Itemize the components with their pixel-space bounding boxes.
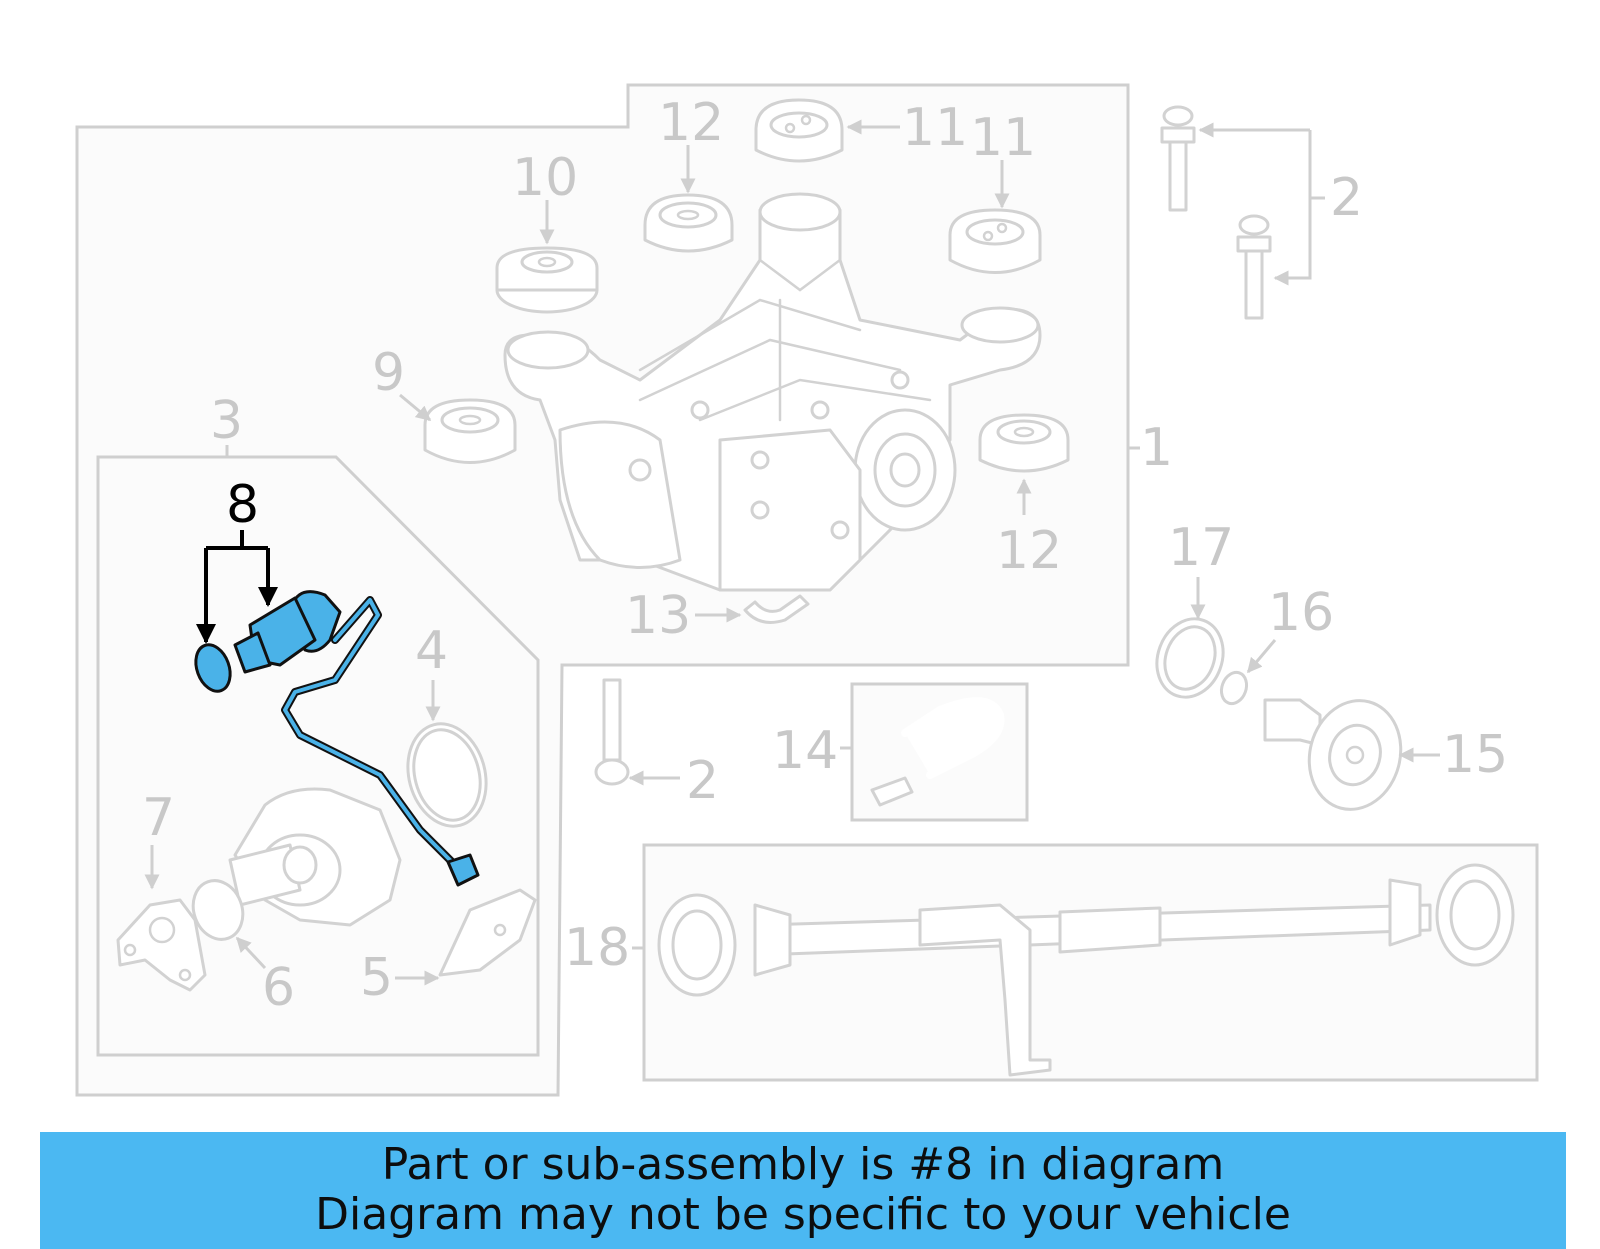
gasket-part-4 — [406, 722, 488, 828]
bushing-part-12-upper — [643, 193, 734, 253]
callout-3: 3 — [210, 391, 243, 451]
flange-part-15 — [1263, 698, 1403, 811]
callout-5: 5 — [360, 948, 393, 1008]
bushing-part-11-right — [948, 208, 1042, 274]
bracket-part-5 — [438, 888, 537, 977]
info-banner: Part or sub-assembly is #8 in diagram Di… — [40, 1132, 1566, 1249]
callout-2-upper: 2 — [1330, 168, 1363, 228]
seal-part-17 — [1155, 617, 1225, 699]
callout-10: 10 — [512, 148, 578, 208]
banner-line-1: Part or sub-assembly is #8 in diagram — [381, 1139, 1225, 1190]
leader-part-8 — [196, 530, 278, 644]
callout-12-lower: 12 — [996, 521, 1062, 581]
callout-13: 13 — [625, 586, 691, 646]
leader-lines — [144, 119, 1440, 986]
callout-8: 8 — [226, 475, 259, 535]
callout-7: 7 — [142, 788, 175, 848]
callout-11-upper: 11 — [902, 98, 968, 158]
callout-1: 1 — [1140, 418, 1173, 478]
hose-part-14 — [870, 697, 1005, 807]
callout-18: 18 — [564, 918, 630, 978]
bushing-part-11-upper — [754, 98, 844, 163]
part-18-box — [642, 843, 1539, 1082]
differential-housing-part-1 — [503, 192, 1042, 592]
callout-16: 16 — [1268, 583, 1334, 643]
callout-6: 6 — [262, 958, 295, 1018]
callout-12-upper: 12 — [658, 93, 724, 153]
highlighted-part-8[interactable] — [190, 590, 480, 887]
bushing-part-9 — [423, 398, 517, 464]
bolt-part-2-upper — [1160, 105, 1196, 212]
callout-9: 9 — [372, 343, 405, 403]
callout-4: 4 — [415, 621, 448, 681]
flange-part-7 — [116, 898, 207, 992]
bushing-part-10 — [495, 246, 599, 314]
banner-line-2: Diagram may not be specific to your vehi… — [315, 1189, 1291, 1240]
callout-11-right: 11 — [970, 108, 1036, 168]
bolt-part-2-middle — [594, 678, 630, 786]
bushing-part-12-lower — [978, 413, 1070, 473]
callout-2-middle: 2 — [686, 751, 719, 811]
actuator-body — [228, 787, 402, 927]
vent-part-13 — [743, 594, 810, 624]
callout-14: 14 — [772, 721, 838, 781]
ring-part-16 — [1219, 670, 1249, 706]
bolt-part-2-lower — [1236, 214, 1272, 320]
callout-15: 15 — [1442, 725, 1508, 785]
callout-17: 17 — [1168, 518, 1234, 578]
driveshaft-part-18 — [657, 863, 1515, 1077]
